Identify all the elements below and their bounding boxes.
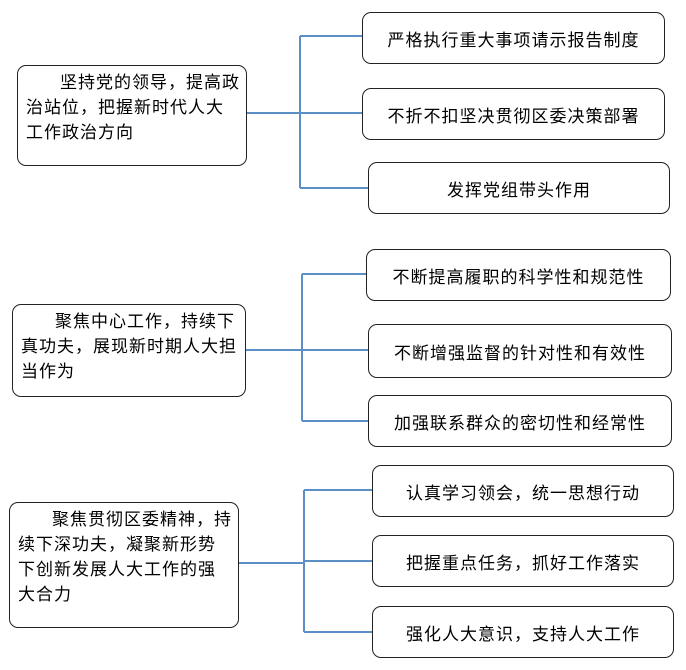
sub-node-1-2: 不折不扣坚决贯彻区委决策部署 [362, 88, 665, 140]
main-node-3: 聚焦贯彻区委精神，持续下深功夫，凝聚新形势下创新发展人大工作的强大合力 [9, 502, 239, 628]
sub-node-1-1: 严格执行重大事项请示报告制度 [362, 12, 665, 64]
sub-node-2-2: 不断增强监督的针对性和有效性 [368, 324, 672, 378]
main-node-1: 坚持党的领导，提高政治站位，把握新时代人大工作政治方向 [17, 65, 247, 166]
sub-node-3-3: 强化人大意识，支持人大工作 [372, 606, 674, 658]
sub-node-2-3: 加强联系群众的密切性和经常性 [368, 395, 672, 447]
sub-node-2-1: 不断提高履职的科学性和规范性 [366, 249, 671, 301]
sub-node-3-1: 认真学习领会，统一思想行动 [372, 465, 674, 517]
main-node-2: 聚焦中心工作，持续下真功夫，展现新时期人大担当作为 [12, 304, 246, 397]
sub-node-1-3: 发挥党组带头作用 [368, 162, 670, 214]
sub-node-3-2: 把握重点任务，抓好工作落实 [372, 535, 674, 587]
